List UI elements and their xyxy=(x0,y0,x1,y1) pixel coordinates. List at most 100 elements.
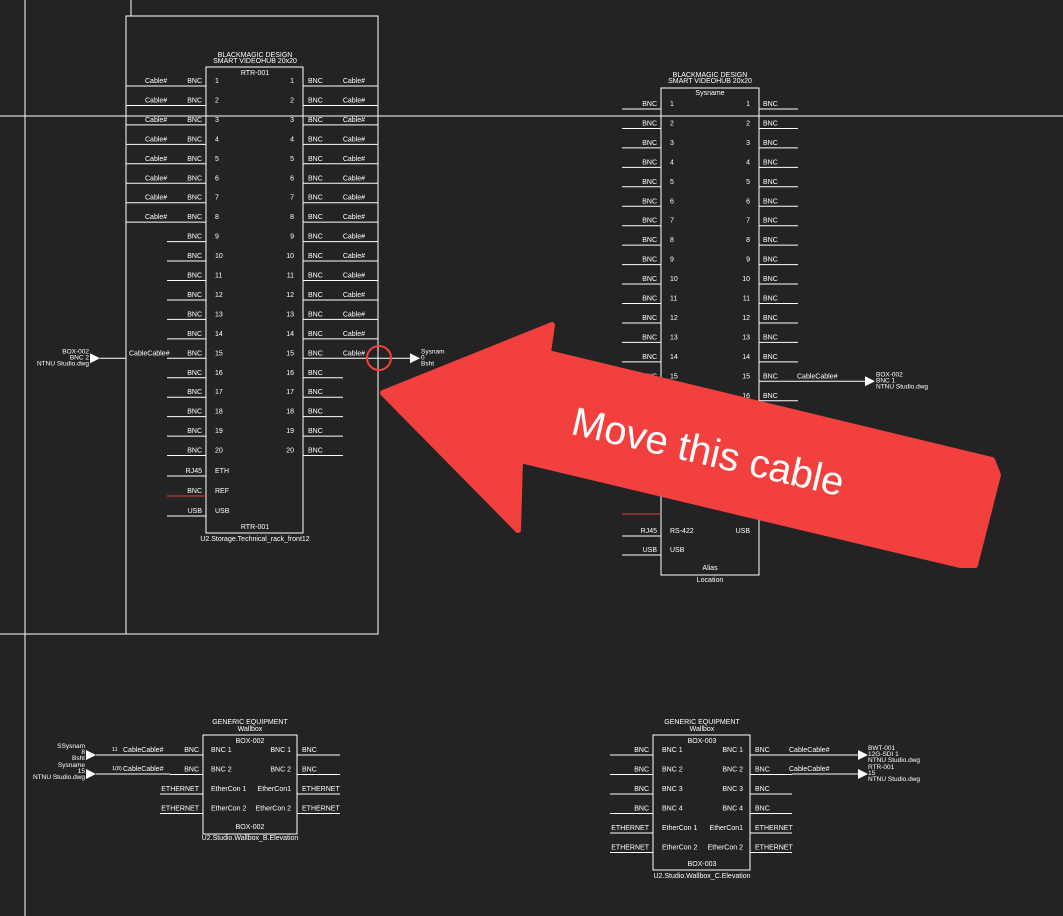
box-003-type-right: ETHERNET xyxy=(755,845,793,852)
rtr-001-extra-type: RJ45 xyxy=(186,468,202,475)
rtr-001-body[interactable] xyxy=(205,66,304,534)
rtr-001-port-left-3: 3 xyxy=(215,117,219,124)
box-003-port-right: BNC 3 xyxy=(722,786,743,793)
rtr-001-cable-right: Cable# xyxy=(343,311,365,318)
rtr-001-port-left-1: 1 xyxy=(215,78,219,85)
box-002-in-ref-file: NTNU Studio.dwg xyxy=(33,774,85,781)
sysname-body[interactable] xyxy=(660,87,760,576)
sysname-port-left-4: 4 xyxy=(670,159,674,166)
sysname-conn-left: BNC xyxy=(642,276,657,283)
box-003-type-left: BNC xyxy=(634,747,649,754)
box-002-type-left: BNC xyxy=(184,747,199,754)
sysname-port-right-2: 2 xyxy=(746,120,750,127)
rtr-001-cable-left: Cable# xyxy=(145,117,167,124)
rtr-001-port-left-17: 17 xyxy=(215,389,223,396)
box-003-wallbox[interactable]: GENERIC EQUIPMENTWallboxBOX-003BOX-003U2… xyxy=(610,719,920,880)
rtr-001-port-right-9: 9 xyxy=(290,234,294,241)
rtr-001-conn-right: BNC xyxy=(308,292,323,299)
box-003-port-left: BNC 2 xyxy=(662,767,683,774)
rtr-001-conn-right: BNC xyxy=(308,136,323,143)
rtr-001-conn-right: BNC xyxy=(308,311,323,318)
rtr-001-conn-left: BNC xyxy=(187,175,202,182)
sysname-conn-right: BNC xyxy=(763,237,778,244)
sysname-conn-right: BNC xyxy=(763,393,778,400)
rtr-001-conn-right: BNC xyxy=(308,97,323,104)
sysname-port-left-15: 15 xyxy=(670,373,678,380)
sysname-tag-top: Sysname xyxy=(695,90,724,97)
box-002-wallbox[interactable]: GENERIC EQUIPMENTWallboxBOX-002BOX-002U2… xyxy=(33,719,340,842)
rtr-001-port-left-9: 9 xyxy=(215,234,219,241)
rtr-001-tag-top: RTR-001 xyxy=(241,70,269,77)
sysname-port-right-10: 10 xyxy=(742,276,750,283)
rtr-001-cable-right: Cable# xyxy=(343,331,365,338)
rtr-001-port-left-20: 20 xyxy=(215,448,223,455)
rtr-001-port-left-10: 10 xyxy=(215,253,223,260)
box-003-tag-bottom: BOX-003 xyxy=(688,861,717,868)
selection-frame xyxy=(125,15,379,635)
rtr-001-incoming-cable-label: CableCable# xyxy=(129,350,170,357)
box-003-tag-top: BOX-003 xyxy=(688,738,717,745)
box-002-ref-2-port: BNC 1 xyxy=(876,377,896,384)
sysname-port-left-5: 5 xyxy=(670,179,674,186)
rtr-001-port-left-4: 4 xyxy=(215,136,219,143)
box-002-ref-arrow-2[interactable] xyxy=(865,376,875,387)
sysname-port-right-3: 3 xyxy=(746,140,750,147)
box-003-out-ref: BWT-001 xyxy=(868,745,895,752)
rtr-001-cable-left: Cable# xyxy=(145,214,167,221)
sysname-port-left-9: 9 xyxy=(670,257,674,264)
rtr-001-conn-left: BNC xyxy=(187,273,202,280)
rtr-001-port-left-12: 12 xyxy=(215,292,223,299)
rtr-001-port-right-5: 5 xyxy=(290,156,294,163)
sysname-conn-right: BNC xyxy=(763,120,778,127)
box-003-out-ref-port: 12G-SDI 1 xyxy=(868,751,899,758)
rtr-001-conn-right: BNC xyxy=(308,448,323,455)
sysname-model: SMART VIDEOHUB 20x20 xyxy=(668,78,752,85)
box-002-model: Wallbox xyxy=(238,726,263,733)
rtr-001-cable-right: Cable# xyxy=(343,78,365,85)
sysname-conn-left: BNC xyxy=(642,257,657,264)
box-003-port-right: EtherCon 2 xyxy=(708,845,744,852)
box-002-tag-top: BOX-002 xyxy=(236,738,265,745)
sysname-conn-right: BNC xyxy=(763,296,778,303)
box-003-out-arrow[interactable] xyxy=(858,750,868,760)
sysname-conn-left: BNC xyxy=(642,140,657,147)
box-002-in-cable-label: CableCable# xyxy=(123,747,164,754)
rtr-001-extra-name: USB xyxy=(215,508,230,515)
rtr-001-cable-right: Cable# xyxy=(343,156,365,163)
rtr-001-conn-right: BNC xyxy=(308,273,323,280)
rtr-001-port-right-18: 18 xyxy=(286,409,294,416)
sysname-port-right-7: 7 xyxy=(746,218,750,225)
rtr-001-port-left-8: 8 xyxy=(215,214,219,221)
rtr-001-cable-right: Cable# xyxy=(343,117,365,124)
sysname-ref-arrow[interactable] xyxy=(410,353,420,364)
sysname-port-left-12: 12 xyxy=(670,315,678,322)
rtr-001-port-left-16: 16 xyxy=(215,370,223,377)
box-003-type-right: BNC xyxy=(755,806,770,813)
rtr-001-conn-right: BNC xyxy=(308,253,323,260)
sysname-conn-right: BNC xyxy=(763,218,778,225)
box-002-in-ref-port: 15 xyxy=(78,768,86,775)
box-002-ref-port: BNC 2 xyxy=(70,354,90,361)
box-002-ref-2-file: NTNU Studio.dwg xyxy=(876,383,928,390)
rtr-001-cable-right: Cable# xyxy=(343,292,365,299)
box-003-out-arrow[interactable] xyxy=(858,769,868,779)
box-003-model: Wallbox xyxy=(690,726,715,733)
sysname-port-left-14: 14 xyxy=(670,354,678,361)
box-002-in-small-tag: 1(8) xyxy=(112,766,122,772)
rtr-001-conn-right: BNC xyxy=(308,234,323,241)
box-002-port-right: BNC 1 xyxy=(270,747,291,754)
box-002-ref-arrow[interactable] xyxy=(90,353,100,364)
box-002-ref: BOX-002 xyxy=(62,348,89,355)
box-003-body[interactable] xyxy=(652,734,751,871)
box-003-type-right: ETHERNET xyxy=(755,825,793,832)
box-002-in-arrow[interactable] xyxy=(86,769,96,779)
box-002-in-ref: Sysname xyxy=(58,762,85,769)
sysname-port-left-13: 13 xyxy=(670,334,678,341)
box-002-port-left: EtherCon 2 xyxy=(211,806,247,813)
box-003-port-right: EtherCon1 xyxy=(710,825,744,832)
box-002-in-arrow[interactable] xyxy=(86,750,96,760)
box-002-body[interactable] xyxy=(202,734,298,835)
box-003-location: U2.Studio.Wallbox_C.Elevation xyxy=(653,873,750,880)
